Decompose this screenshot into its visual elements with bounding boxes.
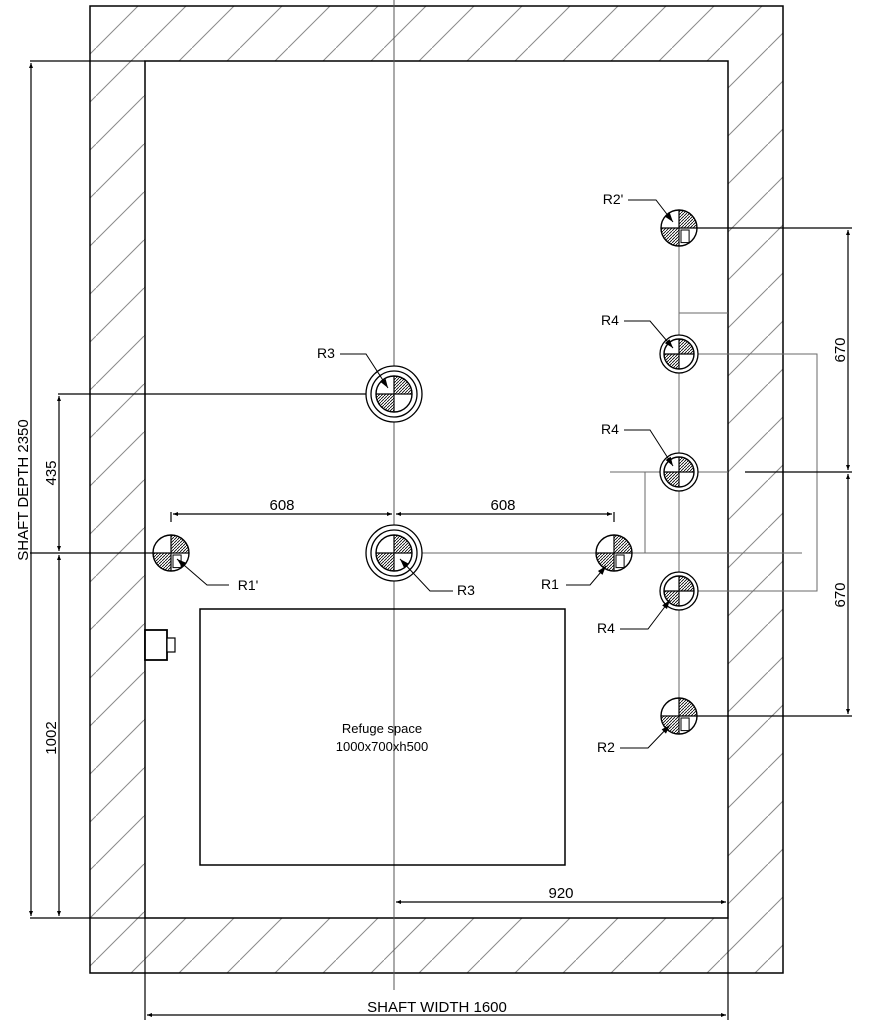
middle-ring [370,529,418,577]
refuge-space: Refuge space 1000x700xh500 [199,608,566,866]
leader-line [620,724,671,749]
dim-608-left-label: 608 [269,497,294,514]
refuge-space-outline [199,608,566,866]
hatched-quadrant [613,534,633,554]
shaft-depth-label: SHAFT DEPTH 2350 [15,419,32,560]
leader-line [620,599,671,630]
leader-arrow [662,600,670,609]
dim-920-label: 920 [548,885,573,902]
leader-line [624,320,674,349]
reference-target-r1: R1 [541,534,633,592]
camera-like-box-icon [144,629,176,661]
dim-670-upper-label: 670 [832,337,849,362]
leader-arrow [665,456,673,466]
dim-435-label: 435 [43,460,60,485]
target-label: R1 [541,576,559,592]
target-label: R4 [597,620,615,636]
inner-shaft-outline [144,60,729,919]
leader-line [399,558,453,592]
leader-line [624,429,674,467]
refuge-space-size: 1000x700xh500 [336,739,429,754]
target-label: R3 [457,582,475,598]
dimension-670-lower: 670 [692,474,852,717]
leader-arrow [400,559,409,568]
leader-arrow [380,378,388,388]
dimension-435: 435 [43,396,61,551]
leader-arrow [664,339,673,348]
leader-line [340,353,389,389]
reference-target-r4: R4 [601,421,699,492]
dimension-608-right: 608 [396,497,615,522]
hatched-quadrant [170,534,190,554]
dim-608-right-label: 608 [490,497,515,514]
dimension-608-left: 608 [170,497,392,522]
target-label: R1' [238,577,259,593]
reference-target-r3: R3 [317,345,423,423]
leader-line [628,199,674,223]
dimension-1002: 1002 [43,555,61,916]
hatched-quadrant [152,552,172,572]
leader-arrow [661,725,670,734]
reference-target-r2-prime: R2' [603,191,698,247]
hatched-quadrant [678,697,698,717]
dimension-920: 920 [396,885,726,904]
reference-target-r4: R4 [601,312,699,374]
hatched-quadrant [678,209,698,229]
outer-wall-outline [89,5,784,974]
dim-670-lower-label: 670 [832,582,849,607]
leader-line [566,565,607,586]
dim-1002-label: 1002 [43,721,60,754]
target-label: R3 [317,345,335,361]
target-label: R2 [597,739,615,755]
leader-arrow [177,559,186,568]
tee-marker [615,554,625,569]
dimension-670-upper: 670 [690,227,852,473]
reference-target-r2: R2 [597,697,698,755]
tee-marker [680,229,690,244]
target-label: R2' [603,191,624,207]
tee-marker [680,717,690,732]
refuge-space-label: Refuge space [342,721,422,736]
leader-line [176,558,229,586]
hatched-quadrant [660,227,680,247]
dimension-shaft-width: SHAFT WIDTH 1600 [144,918,729,1020]
shaft-walls [89,5,784,974]
shaft-width-label: SHAFT WIDTH 1600 [367,999,507,1016]
dimension-shaft-depth: SHAFT DEPTH 2350 [15,63,33,916]
reference-target-r4: R4 [597,571,699,636]
leader-arrow [665,213,673,222]
target-label: R4 [601,421,619,437]
target-label: R4 [601,312,619,328]
reference-target-r3: R3 [365,524,475,598]
reference-target-r1-prime: R1' [152,534,259,593]
leader-arrow [597,566,606,575]
middle-ring [370,370,418,418]
